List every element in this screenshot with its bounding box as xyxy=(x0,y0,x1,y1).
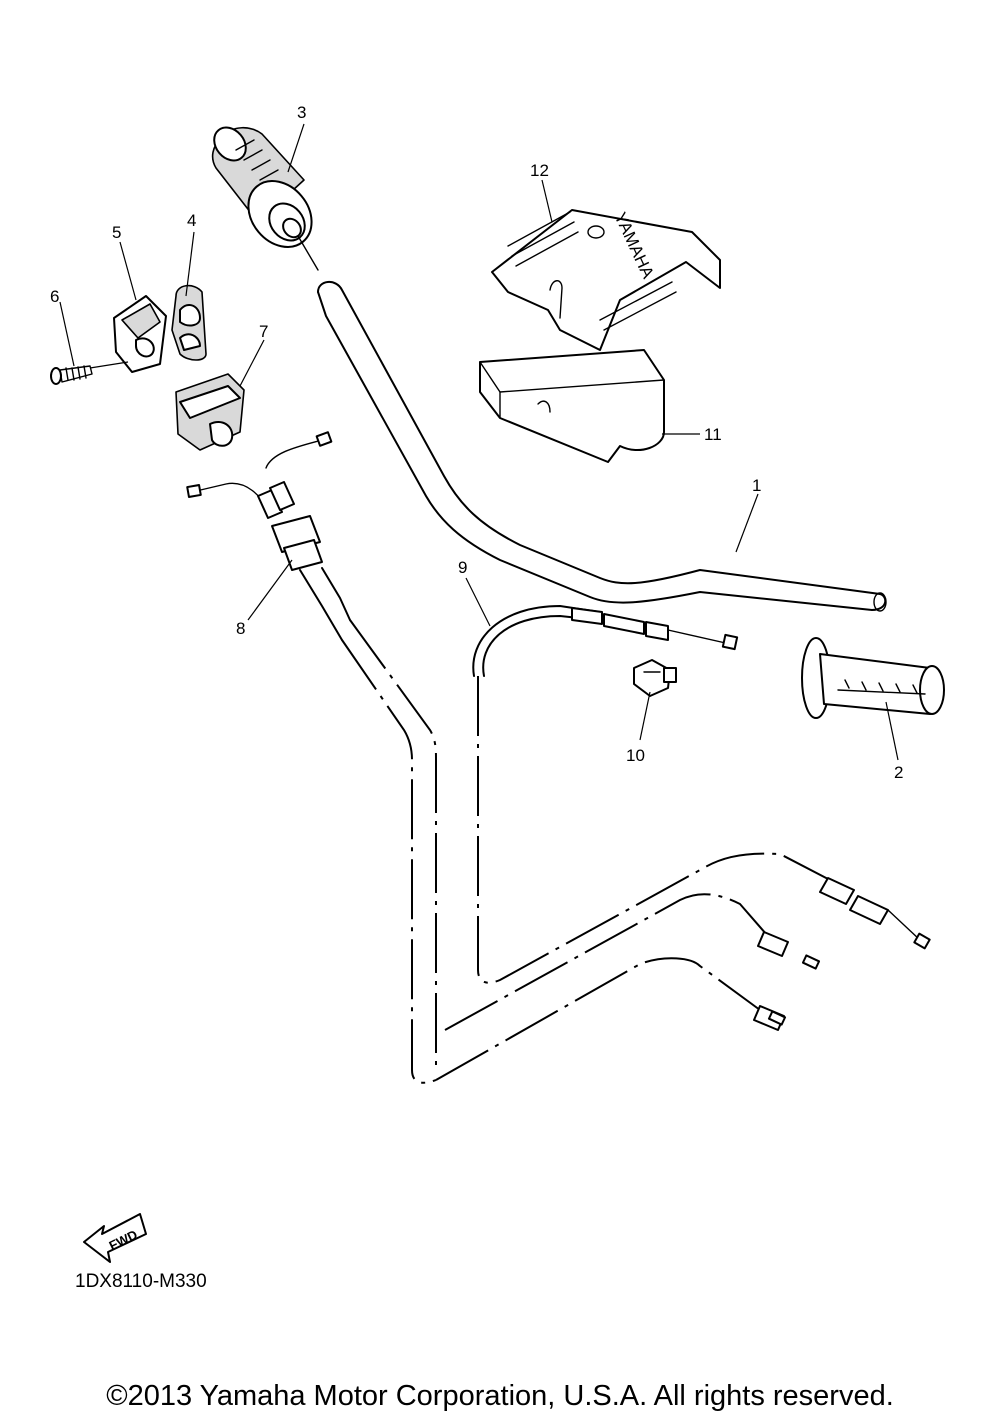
callout-3: 3 xyxy=(297,103,306,122)
callout-labels: 1 2 3 4 5 6 7 8 9 10 11 12 xyxy=(50,103,903,782)
callout-9: 9 xyxy=(458,558,467,577)
callout-12: 12 xyxy=(530,161,549,180)
cable-guide xyxy=(175,373,245,451)
throttle-cable-assembly xyxy=(186,431,821,1084)
callout-4: 4 xyxy=(187,211,196,230)
throttle-holder-lower xyxy=(113,295,167,373)
pad-cover: YAMAHA xyxy=(491,209,721,351)
throttle-grip xyxy=(211,126,319,271)
handlebar xyxy=(317,281,887,612)
copyright-notice: ©2013 Yamaha Motor Corporation, U.S.A. A… xyxy=(106,1380,894,1412)
fwd-arrow-icon: FWD xyxy=(83,1213,147,1263)
callout-5: 5 xyxy=(112,223,121,242)
callout-7: 7 xyxy=(259,322,268,341)
right-grip xyxy=(801,637,945,719)
handlebar-pad xyxy=(479,349,665,463)
adjuster-nut xyxy=(633,659,677,697)
callout-2: 2 xyxy=(894,763,903,782)
callout-8: 8 xyxy=(236,619,245,638)
callout-10: 10 xyxy=(626,746,645,765)
leader-lines xyxy=(59,123,899,761)
callout-6: 6 xyxy=(50,287,59,306)
screw xyxy=(50,365,93,385)
callout-1: 1 xyxy=(752,476,761,495)
callout-11: 11 xyxy=(704,425,722,444)
diagram-code: 1DX8110-M330 xyxy=(75,1271,207,1292)
clutch-cable xyxy=(472,605,931,984)
throttle-holder-upper xyxy=(171,284,207,361)
